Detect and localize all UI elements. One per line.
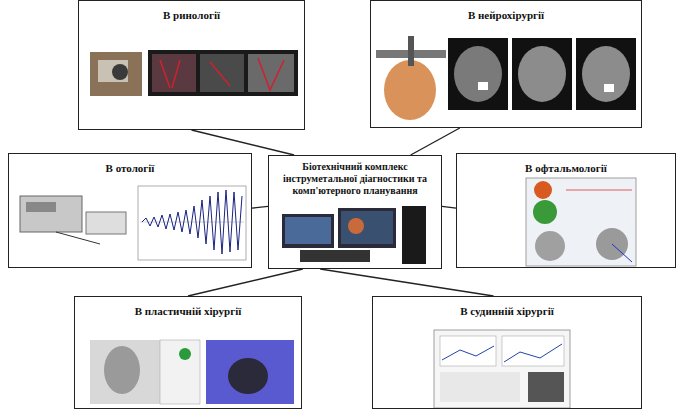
rhinology-images — [90, 50, 298, 96]
box-title: В пластичній хірургії — [75, 297, 301, 318]
application-box: В офтальмології — [456, 153, 676, 268]
connector-line — [188, 269, 303, 296]
box-title: В ринології — [79, 1, 304, 22]
application-box: В отології — [8, 153, 252, 268]
vascular-surgery-images — [434, 330, 570, 408]
box-title: В отології — [9, 154, 251, 175]
plastic-surgery-images — [90, 340, 294, 404]
box-title: В нейрохірургії — [371, 1, 641, 22]
box-title: В судинній хірургії — [373, 297, 641, 318]
connector-line — [192, 130, 295, 155]
neurosurgery-images — [376, 36, 636, 120]
application-box: В судинній хірургії — [372, 296, 642, 409]
application-box: В ринології — [78, 0, 305, 130]
connector-line — [320, 269, 493, 296]
connector-line — [411, 128, 460, 155]
connector-line — [252, 206, 268, 208]
center-box: Біотехнічний комплекс інструметальної ді… — [268, 155, 442, 269]
computer-images — [282, 206, 426, 264]
box-title: Біотехнічний комплекс інструметальної ді… — [269, 156, 441, 197]
box-title: В офтальмології — [457, 154, 675, 175]
connector-line — [442, 206, 456, 208]
application-box: В нейрохірургії — [370, 0, 642, 128]
ophthalmology-images — [526, 178, 636, 266]
application-box: В пластичній хірургії — [74, 296, 302, 409]
otology-images — [20, 186, 246, 260]
